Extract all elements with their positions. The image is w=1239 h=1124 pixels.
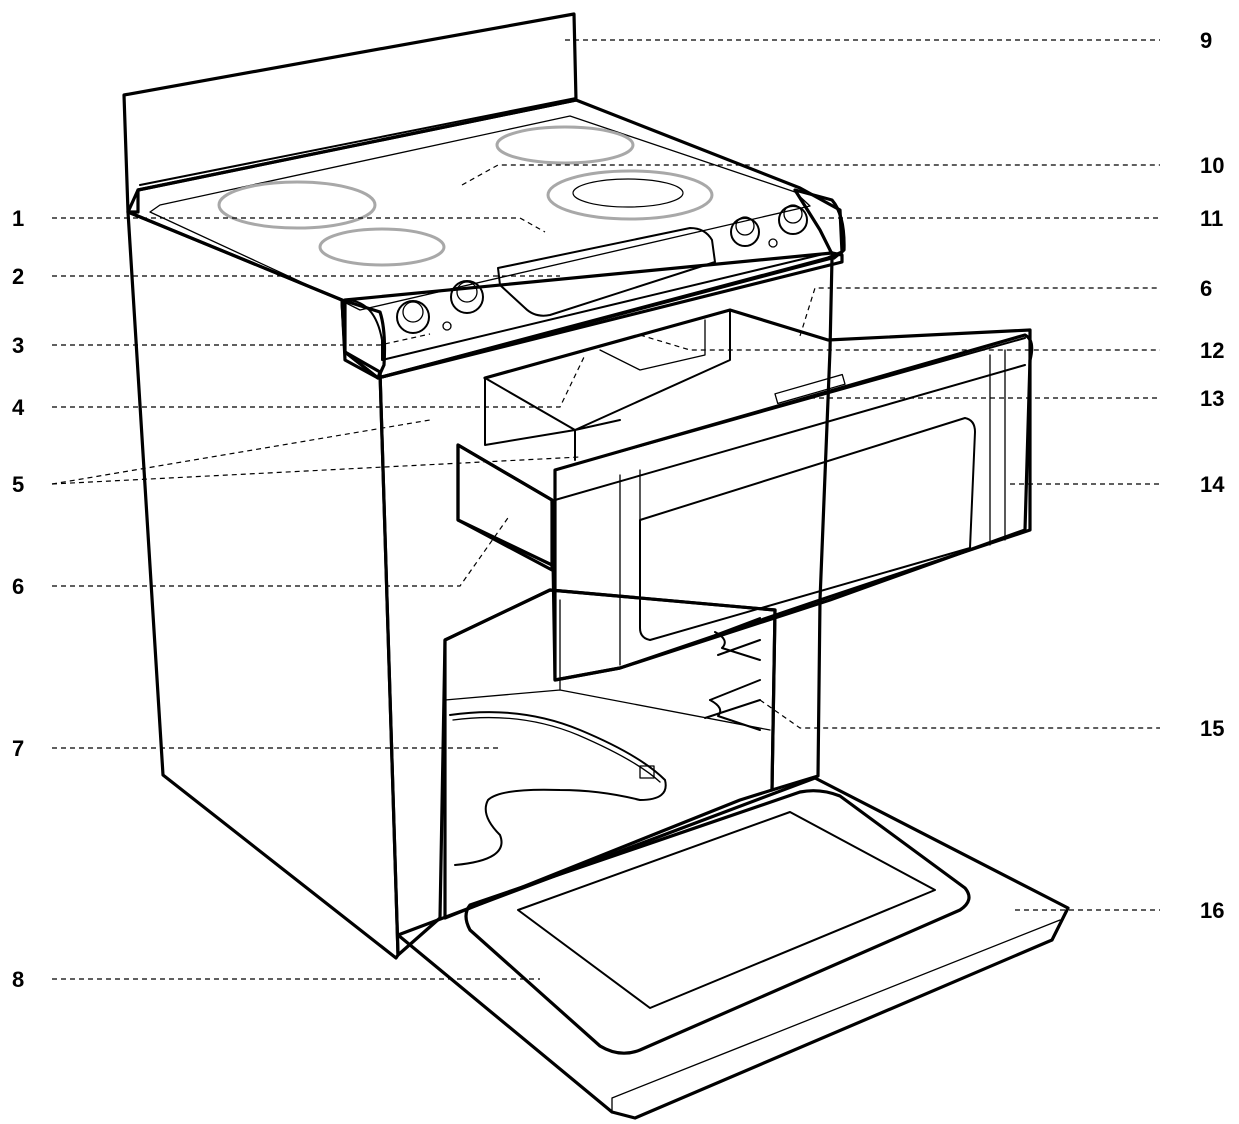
burner-right-front [546, 169, 714, 221]
leader-15 [759, 699, 1160, 729]
leader-5a [51, 419, 431, 485]
warming-drawer-divider [599, 319, 706, 371]
indicator-light-right [768, 238, 778, 248]
oven-door [396, 776, 1070, 1120]
drawer-latch [774, 373, 846, 405]
callout-11: 11 [1200, 206, 1223, 231]
oven-cavity-back [444, 599, 771, 731]
oven-door-window [464, 789, 971, 1055]
burner-right-rear [495, 125, 635, 165]
control-panel-right-cap [793, 188, 846, 260]
callout-1: 1 [12, 206, 24, 231]
leader-1 [52, 217, 546, 233]
burner-left-rear [217, 180, 377, 230]
callout-5: 5 [12, 472, 24, 497]
burner-left-front [318, 227, 446, 267]
warming-drawer-inner [484, 309, 731, 461]
cooktop-burners [217, 125, 714, 267]
leader-10 [461, 164, 1160, 186]
callout-6-left: 6 [12, 574, 24, 599]
leader-3 [52, 333, 431, 346]
leader-5b [51, 456, 581, 485]
callout-9: 9 [1200, 28, 1212, 53]
leader-4 [52, 354, 586, 408]
bake-element [449, 711, 667, 866]
oven-door-glass [517, 811, 936, 1009]
callout-4: 4 [12, 395, 25, 420]
element-bracket [639, 765, 655, 779]
drawer-left-trim [619, 469, 641, 666]
callout-14: 14 [1200, 472, 1225, 497]
callout-13: 13 [1200, 386, 1224, 411]
callout-10: 10 [1200, 153, 1224, 178]
knob-right-2 [778, 205, 808, 235]
range-illustration [122, 12, 1070, 1120]
callout-2: 2 [12, 264, 24, 289]
oven-cavity [443, 588, 777, 920]
control-panel [343, 251, 844, 380]
callout-7: 7 [12, 736, 24, 761]
drawer-right-trim [989, 349, 1006, 546]
callout-16: 16 [1200, 898, 1224, 923]
leader-6b [799, 287, 1160, 337]
cooktop-glass-edge [149, 115, 811, 311]
knob-right-1 [730, 217, 760, 247]
warming-drawer-side [456, 443, 554, 572]
control-panel-face [344, 251, 833, 361]
indicator-light-left [442, 321, 452, 331]
callout-12: 12 [1200, 338, 1224, 363]
drawer-front [553, 333, 1034, 682]
callout-6-right: 6 [1200, 276, 1212, 301]
knob-left-1 [396, 300, 430, 334]
callout-numbers: 1 2 3 4 5 6 7 8 9 10 11 6 12 13 14 15 16 [12, 28, 1225, 992]
left-side-panel [126, 210, 400, 960]
drawer-front-top [554, 337, 1026, 501]
control-knobs [396, 204, 808, 334]
leader-6a [52, 514, 511, 587]
leader-lines [51, 39, 1160, 980]
oven-door-edge [611, 919, 1061, 1113]
burner-right-front-inner [572, 178, 684, 208]
callout-15: 15 [1200, 716, 1224, 741]
display-window [497, 227, 716, 317]
knob-left-2 [450, 280, 484, 314]
callout-3: 3 [12, 333, 24, 358]
drawer-window [639, 417, 976, 641]
callout-8: 8 [12, 967, 24, 992]
